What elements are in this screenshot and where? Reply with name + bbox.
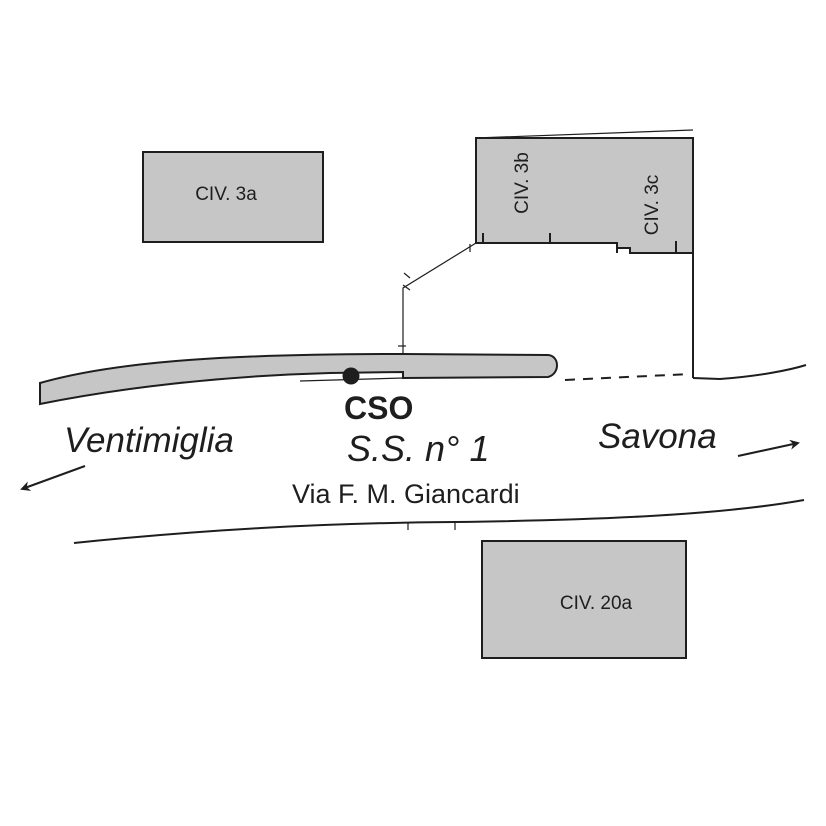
- direction-west: Ventimiglia: [20, 421, 234, 491]
- cso-label: CSO: [344, 390, 413, 426]
- south-road-edge: [73, 499, 805, 544]
- direction-east-label: Savona: [598, 417, 717, 456]
- building-civ-20a-label: CIV. 20a: [560, 593, 633, 614]
- direction-east: Savona: [598, 417, 800, 457]
- north-sidewalk: [39, 352, 558, 406]
- street-name-label: Via F. M. Giancardi: [292, 479, 520, 509]
- road-number-label: S.S. n° 1: [347, 428, 489, 469]
- building-civ-3b-label: CIV. 3b: [512, 152, 533, 214]
- arrow-east-icon: [737, 439, 800, 457]
- cso-marker: CSO: [342, 367, 413, 426]
- north-road-edge: [564, 364, 807, 381]
- property-boundary: [398, 242, 694, 378]
- building-civ-3a-label: CIV. 3a: [195, 184, 257, 205]
- arrow-west-icon: [20, 465, 86, 491]
- building-civ-3a: CIV. 3a: [142, 151, 324, 243]
- building-civ-3b-3c: CIV. 3b CIV. 3c: [475, 129, 694, 254]
- direction-west-label: Ventimiglia: [64, 421, 234, 460]
- cso-marker-dot: [342, 367, 360, 385]
- building-civ-3c-label: CIV. 3c: [642, 175, 663, 236]
- building-civ-20a: CIV. 20a: [481, 540, 687, 659]
